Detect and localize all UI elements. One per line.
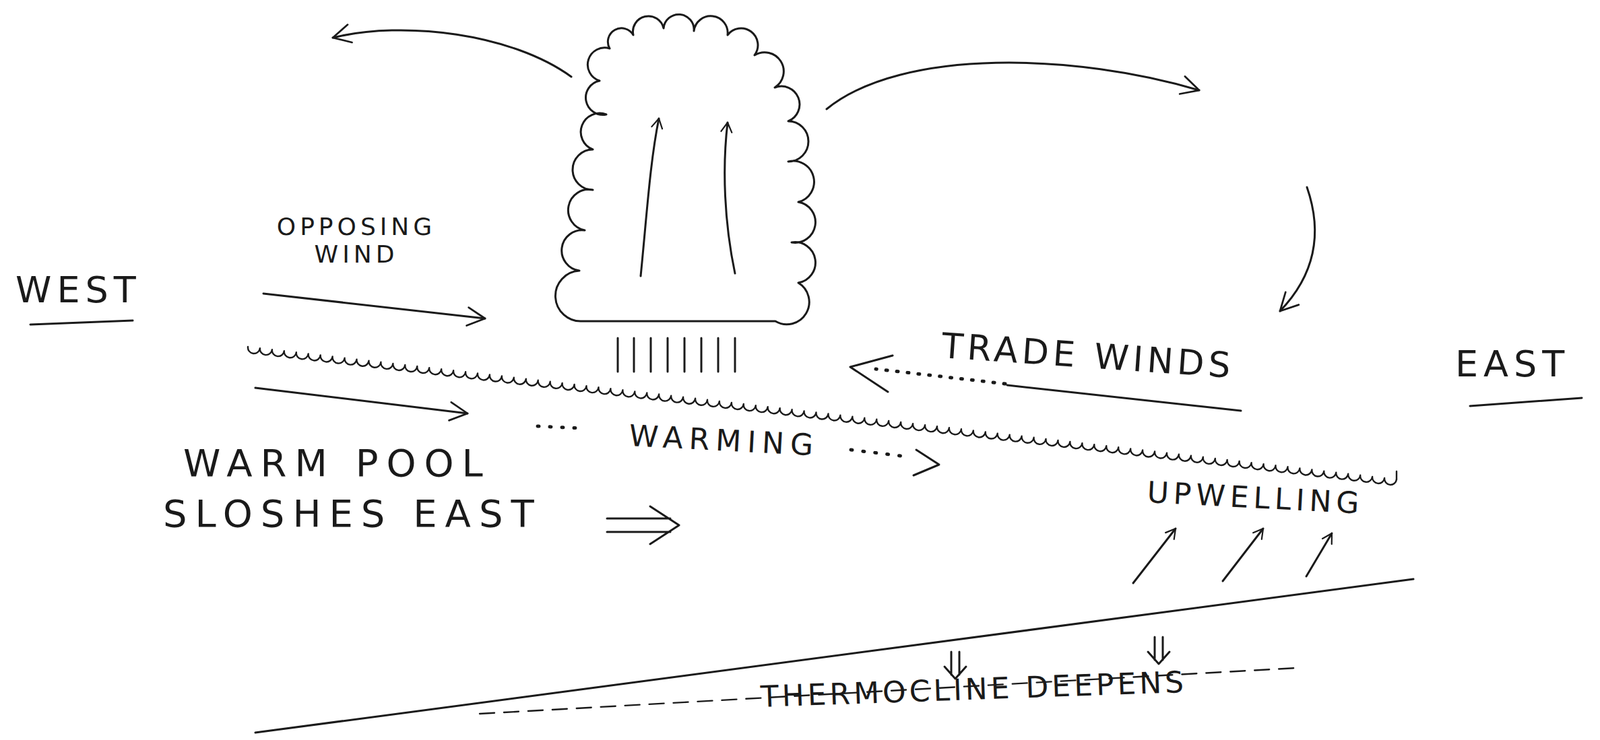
sea-surface-end (1395, 471, 1398, 480)
wind-arrow (263, 293, 486, 319)
upwelling-arrow (1306, 533, 1332, 577)
warming-head (913, 450, 940, 476)
storm-cloud (555, 14, 816, 325)
upwelling-arrow (1222, 528, 1264, 582)
wind-label: OPPOSING WIND (255, 212, 458, 269)
trade-wind-head (850, 355, 893, 393)
circulation-arrow (1280, 187, 1316, 312)
trade-wind-arrow (875, 369, 1006, 384)
underline (1007, 385, 1241, 411)
process-label: WARM POOL SLOSHES EAST (163, 437, 608, 539)
wind-arrow (255, 388, 468, 414)
underline (30, 320, 133, 325)
wind-label: TRADE WINDS (940, 326, 1237, 387)
circulation-arrow (332, 30, 572, 77)
process-label: THERMOCLINE DEEPENS (759, 665, 1188, 715)
rising-air-arrow (640, 118, 659, 277)
direction-label: EAST (1455, 343, 1570, 386)
direction-label: WEST (15, 269, 142, 312)
rising-air-arrow (724, 122, 735, 274)
deepening-arrow (1147, 637, 1170, 665)
ocean-floor (255, 579, 1414, 733)
process-label: WARMING (627, 419, 820, 463)
rain-lines (617, 338, 735, 372)
circulation-arrow (826, 62, 1200, 110)
process-label: UPWELLING (1145, 475, 1365, 521)
upwelling-arrow (1133, 528, 1176, 584)
underline (1469, 398, 1582, 407)
double-arrow (606, 506, 680, 545)
